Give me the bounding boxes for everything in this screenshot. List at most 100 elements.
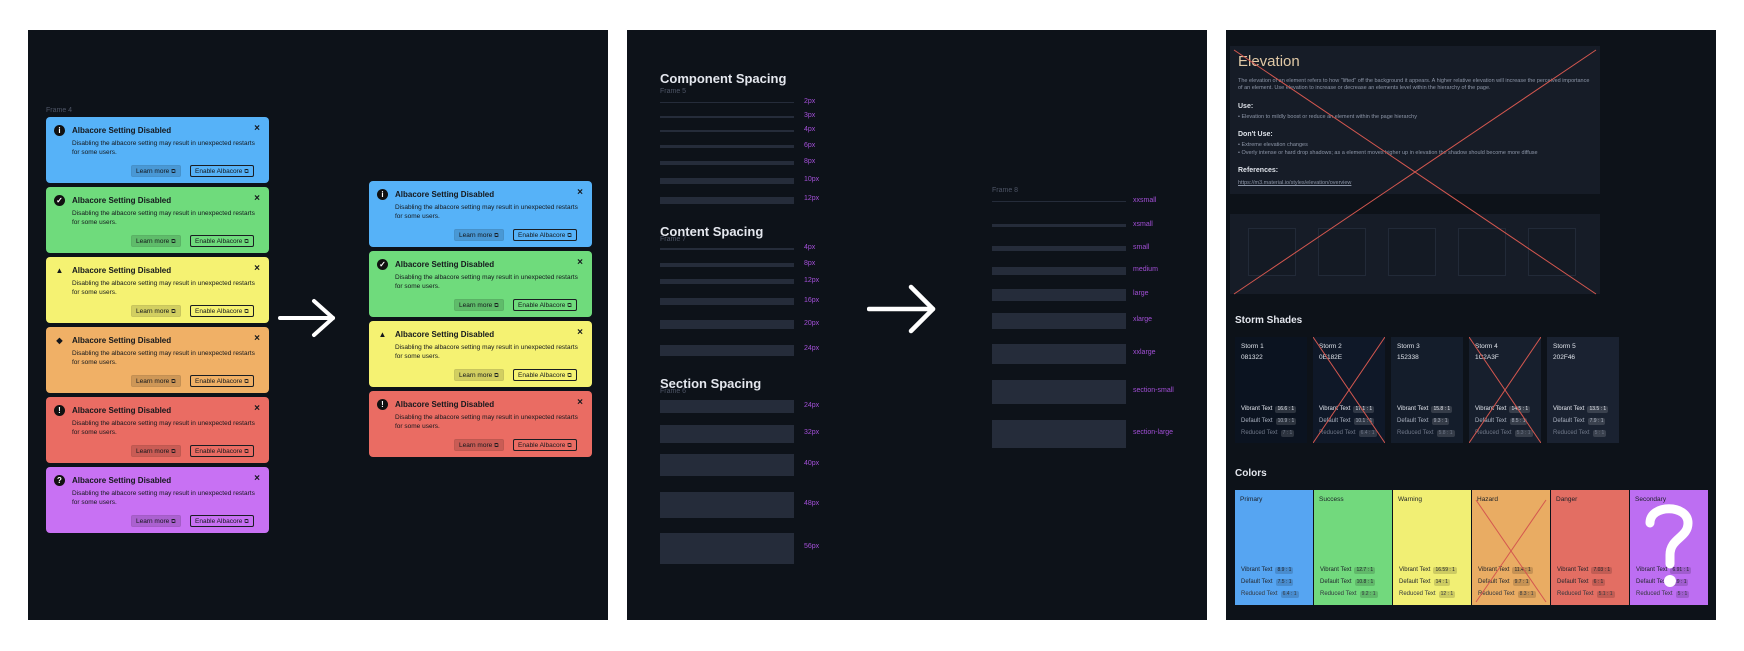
learn-more-label: Learn more [459, 302, 493, 309]
spacing-value: 24px [804, 401, 820, 409]
enable-albacore-button[interactable]: Enable Albacore⧉ [513, 369, 577, 381]
toast-warning: ▲Albacore Setting Disabled×Disabling the… [369, 321, 592, 387]
spacing-token-bar [992, 313, 1126, 329]
contrast-badge: 15.8 : 1 [1431, 406, 1453, 413]
enable-albacore-button[interactable]: Enable Albacore⧉ [190, 305, 254, 317]
reference-link[interactable]: https://m3.material.io/styles/elevation/… [1238, 180, 1352, 186]
spacing-value: 8px [804, 158, 816, 166]
spacing-bar [660, 102, 794, 104]
contrast-label: Reduced Text [1320, 591, 1357, 597]
learn-more-button[interactable]: Learn more⧉ [131, 305, 181, 317]
close-icon[interactable]: × [254, 193, 260, 204]
toast-danger: !Albacore Setting Disabled×Disabling the… [369, 391, 592, 457]
elevation-sample [1458, 228, 1506, 276]
close-icon[interactable]: × [577, 327, 583, 338]
external-link-icon: ⧉ [494, 233, 499, 239]
learn-more-button[interactable]: Learn more⧉ [454, 369, 504, 381]
shade-hex: 081322 [1241, 354, 1263, 361]
spacing-value: 4px [804, 126, 816, 134]
enable-albacore-button[interactable]: Enable Albacore⧉ [513, 229, 577, 241]
toast-hazard: ◆Albacore Setting Disabled×Disabling the… [46, 327, 269, 393]
spacing-token-name: small [1133, 243, 1150, 251]
spacing-token-name: medium [1133, 266, 1158, 273]
color-name: Warning [1398, 496, 1422, 503]
enable-albacore-button[interactable]: Enable Albacore⧉ [190, 445, 254, 457]
spacing-value: 24px [804, 345, 820, 353]
learn-more-label: Learn more [136, 448, 170, 455]
contrast-label: Vibrant Text [1320, 567, 1352, 573]
spacing-value: 10px [804, 175, 820, 183]
success-icon: ✓ [54, 195, 65, 206]
learn-more-button[interactable]: Learn more⧉ [131, 165, 181, 177]
contrast-label: Vibrant Text [1475, 406, 1507, 412]
close-icon[interactable]: × [577, 397, 583, 408]
close-icon[interactable]: × [577, 187, 583, 198]
elevation-sample [1528, 228, 1576, 276]
enable-albacore-button[interactable]: Enable Albacore⧉ [190, 165, 254, 177]
learn-more-button[interactable]: Learn more⧉ [454, 439, 504, 451]
external-link-icon: ⧉ [244, 239, 249, 245]
toast-message: Disabling the albacore setting may resul… [72, 280, 255, 296]
close-icon[interactable]: × [254, 473, 260, 484]
close-icon[interactable]: × [254, 263, 260, 274]
contrast-badge: 7.5 : 1 [1275, 579, 1294, 586]
learn-more-button[interactable]: Learn more⧉ [454, 229, 504, 241]
spacing-token-bar [992, 201, 1126, 202]
external-link-icon: ⧉ [494, 443, 499, 449]
external-link-icon: ⧉ [494, 303, 499, 309]
enable-albacore-button[interactable]: Enable Albacore⧉ [190, 235, 254, 247]
enable-albacore-label: Enable Albacore [195, 308, 243, 315]
contrast-label: Reduced Text [1557, 591, 1594, 597]
danger-icon: ! [54, 405, 65, 416]
spacing-token-bar [992, 420, 1126, 448]
enable-albacore-label: Enable Albacore [195, 378, 243, 385]
contrast-label: Default Text [1241, 418, 1273, 424]
spacing-token-name: xsmall [1133, 220, 1153, 228]
contrast-label: Vibrant Text [1241, 406, 1273, 412]
learn-more-button[interactable]: Learn more⧉ [131, 445, 181, 457]
learn-more-button[interactable]: Learn more⧉ [131, 375, 181, 387]
learn-more-button[interactable]: Learn more⧉ [131, 515, 181, 527]
question-mark-icon [1645, 504, 1693, 587]
learn-more-button[interactable]: Learn more⧉ [131, 235, 181, 247]
contrast-badge: 8.9 : 1 [1275, 567, 1294, 574]
contrast-badge: 9.7 : 1 [1512, 579, 1531, 586]
enable-albacore-button[interactable]: Enable Albacore⧉ [513, 299, 577, 311]
spacing-value: 40px [804, 460, 820, 467]
learn-more-label: Learn more [136, 238, 170, 245]
close-icon[interactable]: × [254, 123, 260, 134]
contrast-label: Default Text [1636, 579, 1668, 585]
spacing-bar [660, 161, 794, 166]
toast-message: Disabling the albacore setting may resul… [395, 344, 578, 360]
learn-more-button[interactable]: Learn more⧉ [454, 299, 504, 311]
elevation-title: Elevation [1238, 53, 1300, 70]
enable-albacore-button[interactable]: Enable Albacore⧉ [190, 375, 254, 387]
external-link-icon: ⧉ [171, 309, 176, 315]
frame-label: Frame 7 [660, 236, 687, 243]
contrast-label: Vibrant Text [1557, 567, 1589, 573]
contrast-label: Default Text [1319, 418, 1351, 424]
toast-title: Albacore Setting Disabled [72, 476, 172, 485]
enable-albacore-label: Enable Albacore [518, 442, 566, 449]
close-icon[interactable]: × [254, 403, 260, 414]
frame-label: Frame 8 [992, 187, 1019, 194]
close-icon[interactable]: × [577, 257, 583, 268]
contrast-label: Default Text [1478, 579, 1510, 585]
contrast-badge: 10.9 : 1 [1275, 418, 1297, 425]
enable-albacore-button[interactable]: Enable Albacore⧉ [190, 515, 254, 527]
enable-albacore-label: Enable Albacore [195, 518, 243, 525]
color-name: Success [1319, 496, 1344, 503]
enable-albacore-button[interactable]: Enable Albacore⧉ [513, 439, 577, 451]
spacing-bar [660, 298, 794, 306]
spacing-bar [660, 279, 794, 285]
spacing-value: 8px [804, 259, 816, 267]
external-link-icon: ⧉ [244, 309, 249, 315]
close-icon[interactable]: × [254, 333, 260, 344]
toast-title: Albacore Setting Disabled [395, 260, 495, 269]
